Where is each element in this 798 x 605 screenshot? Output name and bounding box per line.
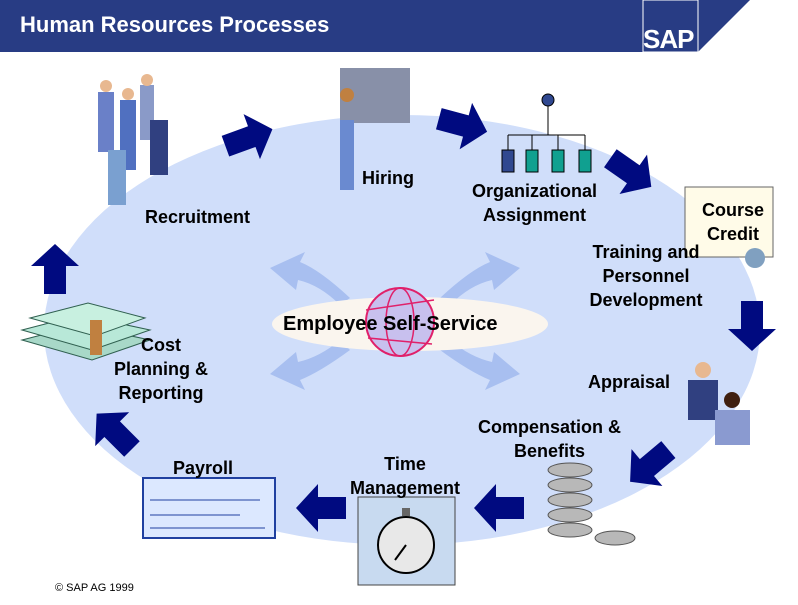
recruitment-people-icon	[98, 74, 168, 205]
cycle-arrow-icon	[221, 114, 273, 160]
cycle-arrow-icon	[435, 102, 488, 150]
course-credit-label: Course Credit	[701, 200, 764, 244]
header-bar	[0, 0, 750, 52]
cycle-arrow-icon	[604, 149, 652, 194]
step-organizational-assignment: Organizational Assignment	[471, 181, 597, 225]
step-cost-planning-reporting: Cost Planning & Reporting	[114, 335, 208, 403]
step-compensation-benefits: Compensation & Benefits	[477, 417, 621, 461]
globe-icon	[365, 287, 435, 357]
process-arrows	[31, 102, 776, 532]
cycle-arrow-icon	[31, 244, 79, 294]
certificate-icon	[684, 186, 774, 268]
step-time-management: Time Management	[349, 454, 461, 498]
step-hiring: Hiring	[362, 168, 414, 188]
sap-logo: SAP	[643, 24, 694, 54]
cycle-arrow-icon	[474, 484, 524, 532]
money-stack-icon	[20, 302, 152, 361]
cycle-arrow-icon	[630, 441, 676, 486]
cycle-arrow-icon	[728, 301, 776, 351]
coins-icon	[547, 462, 636, 546]
page-title: Human Resources Processes	[20, 12, 330, 37]
self-service-arrows	[270, 252, 520, 390]
step-training: Training and Personnel Development	[589, 242, 703, 310]
copyright: © SAP AG 1999	[55, 582, 134, 594]
paycheck-icon	[142, 477, 276, 539]
appraisal-people-icon	[688, 362, 750, 445]
step-recruitment: Recruitment	[145, 207, 251, 227]
hiring-building-icon	[340, 68, 410, 190]
cycle-arrow-icon	[95, 412, 140, 457]
sap-logo-box	[642, 0, 699, 53]
step-payroll: Payroll	[173, 458, 234, 478]
stopwatch-icon	[357, 496, 456, 586]
org-chart-icon	[501, 93, 592, 173]
employee-self-service-label: Employee Self-Service	[283, 313, 498, 335]
step-appraisal: Appraisal	[588, 372, 671, 392]
cycle-arrow-icon	[296, 484, 346, 532]
